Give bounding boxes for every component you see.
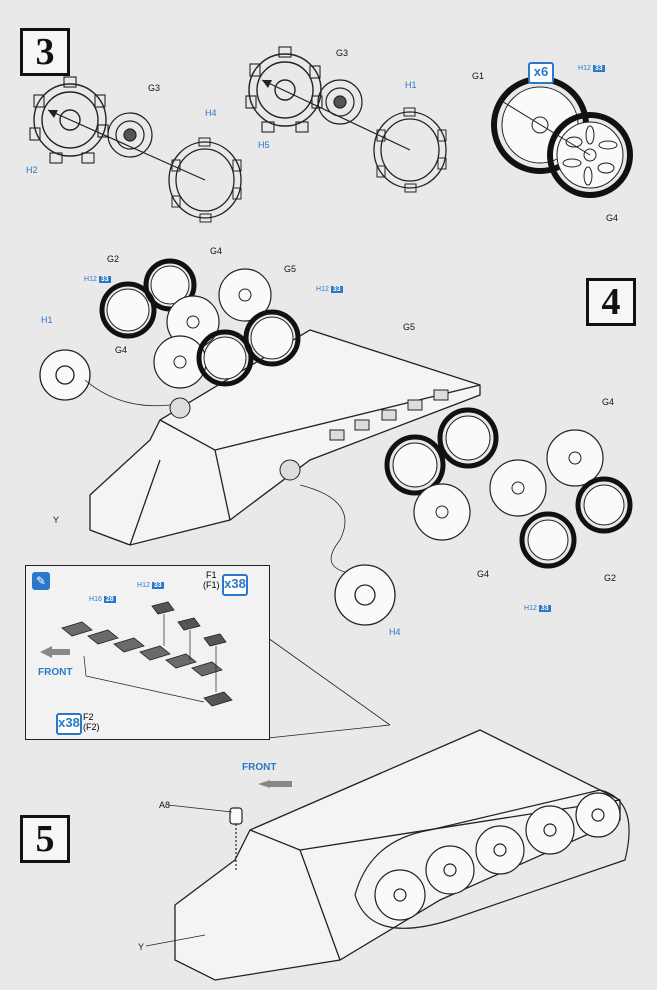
front-label-inset: FRONT: [38, 667, 73, 678]
sprocket-h5-mid: [245, 46, 323, 133]
label-g4-right: G4: [602, 397, 614, 407]
leader-y: [145, 934, 206, 947]
label-g5-top: G5: [284, 264, 296, 274]
label-g2-bottom: G2: [604, 573, 616, 583]
paint-code-step4-bottom: H12 33: [524, 605, 551, 612]
assembly-arrow-right: [499, 99, 591, 156]
label-h1: H1: [405, 80, 417, 90]
label-g4-bottom: G4: [477, 569, 489, 579]
label-g3-mid: G3: [336, 48, 348, 58]
quantity-badge-f1: x38: [222, 574, 248, 596]
front-label-step5: FRONT: [242, 762, 277, 773]
label-g4-left: G4: [115, 345, 127, 355]
arrow-head-icon: [262, 80, 272, 88]
label-a8: A8: [159, 800, 170, 810]
inset-callout-line: [267, 724, 391, 739]
hub-g3-mid: [317, 79, 363, 125]
leader-line: [84, 379, 171, 407]
assembly-arrow-left: [47, 109, 206, 181]
label-g4-top: G4: [210, 246, 222, 256]
label-f2: F2(F2): [83, 712, 100, 732]
paint-code-step4-mid: H12 33: [316, 286, 343, 293]
arrow-head-icon: [48, 110, 58, 118]
quantity-badge-f2: x38: [56, 713, 82, 735]
front-arrow-icon: [258, 780, 270, 788]
step-number-4: 4: [586, 278, 636, 326]
sprocket-ring-h4: [168, 137, 242, 223]
sprocket-h1-step4: [39, 349, 91, 401]
sprocket-ring-h1: [373, 107, 447, 193]
label-h5: H5: [258, 140, 270, 150]
label-g5-right: G5: [403, 322, 415, 332]
front-arrow-icon: [40, 646, 52, 658]
label-h4: H4: [205, 108, 217, 118]
track-assembly-inset: ✎ H12 33 H16 28 F1(F1) x38: [25, 565, 270, 740]
quantity-badge: x6: [528, 62, 554, 84]
sprocket-h4-step4: [334, 564, 396, 626]
leader-line-h4: [299, 484, 346, 573]
label-y-step5: Y: [138, 942, 144, 952]
label-g1: G1: [472, 71, 484, 81]
glue-icon: ✎: [32, 572, 50, 590]
paint-code-inset-2: H16 28: [89, 596, 116, 603]
front-arrow-shaft: [270, 781, 292, 787]
paint-code-step4-left: H12 33: [84, 276, 111, 283]
axles-step4: [169, 389, 449, 481]
track-links-drawing: [40, 601, 233, 707]
step-number-3: 3: [20, 28, 70, 76]
assembly-arrow-mid: [261, 79, 411, 151]
hub-g3-left: [107, 112, 153, 158]
track-step5: [354, 789, 630, 929]
road-wheels-right-cluster: [384, 407, 633, 569]
label-f1: F1(F1): [203, 570, 220, 590]
step-number-5: 5: [20, 815, 70, 863]
label-h2: H2: [26, 165, 38, 175]
inset-callout-line: [267, 637, 391, 726]
label-y-step4: Y: [53, 515, 59, 525]
paint-code-step3: H12 33: [578, 65, 605, 72]
road-wheels-top-cluster: [99, 258, 301, 389]
label-g3: G3: [148, 83, 160, 93]
sprocket-h2-left: [29, 76, 109, 164]
paint-code-inset-1: H12 33: [137, 582, 164, 589]
part-a8: [229, 807, 243, 870]
leader-a8: [167, 804, 233, 813]
label-h1-step4: H1: [41, 315, 53, 325]
label-g2-top: G2: [107, 254, 119, 264]
label-g4: G4: [606, 213, 618, 223]
label-h4-step4: H4: [389, 627, 401, 637]
